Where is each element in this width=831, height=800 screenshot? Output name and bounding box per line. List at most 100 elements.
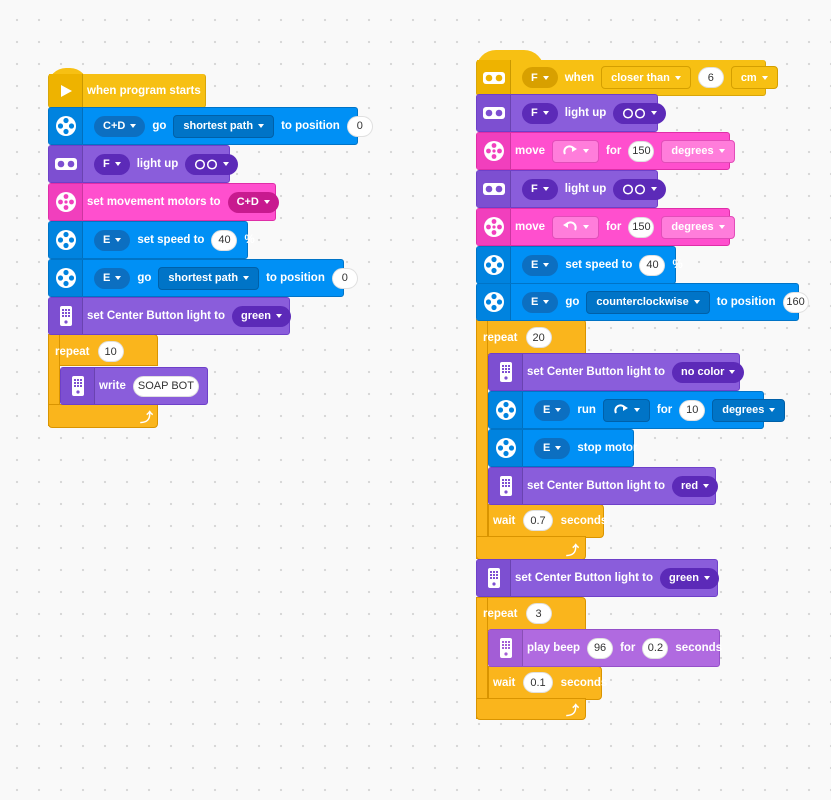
set-speed-block[interactable]: E set speed to 40 % [48, 221, 255, 259]
motor-port-dropdown[interactable]: E [534, 399, 571, 421]
light-up-block[interactable]: F light up [48, 145, 239, 183]
counterclockwise-arrow-icon [563, 221, 577, 231]
degrees-input[interactable]: 150 [628, 216, 655, 238]
path-dropdown[interactable]: shortest path [173, 114, 275, 138]
set-center-button-light-label: set Center Button light to [515, 572, 653, 584]
set-speed-label: set speed to [137, 234, 205, 246]
for-label: for [606, 145, 622, 157]
position-input[interactable]: 0 [331, 267, 358, 289]
light-color-dropdown[interactable]: green [660, 567, 719, 589]
path-dropdown[interactable]: shortest path [158, 266, 260, 290]
wait-label: wait [493, 676, 516, 689]
direction-dropdown[interactable] [552, 215, 600, 239]
comparison-dropdown[interactable]: closer than [601, 66, 691, 89]
motor-port-dropdown[interactable]: E [94, 229, 131, 251]
repeat-count-input[interactable]: 20 [525, 327, 552, 348]
unit-dropdown[interactable]: degrees [661, 215, 735, 239]
start-label: when program starts [87, 84, 201, 97]
motor-port-dropdown[interactable]: C+D [94, 115, 146, 137]
set-center-button-light-block[interactable]: set Center Button light to green [476, 559, 719, 597]
wait-label: wait [493, 514, 516, 527]
when-distance-block[interactable]: F when closer than 6 cm [476, 60, 778, 96]
motor-icon [477, 247, 511, 283]
eye-pattern-dropdown[interactable] [613, 102, 667, 124]
light-up-block[interactable]: F light up [476, 170, 667, 208]
position-input[interactable]: 0 [346, 115, 373, 137]
move-label: move [515, 221, 546, 233]
move-for-block[interactable]: move for 150 degrees [476, 132, 735, 170]
light-color-dropdown[interactable]: no color [672, 361, 745, 383]
play-beep-label: play beep [527, 642, 581, 654]
seconds-label: seconds [560, 514, 608, 527]
unit-dropdown[interactable]: degrees [661, 139, 735, 163]
eye-pattern-dropdown[interactable] [613, 178, 667, 200]
repeat-block-foot [476, 698, 586, 720]
sensor-port-dropdown[interactable]: F [522, 67, 558, 88]
play-beep-block[interactable]: play beep 96 for 0.2 seconds [488, 629, 722, 667]
distance-unit-dropdown[interactable]: cm [730, 66, 778, 89]
position-input[interactable]: 160 [782, 291, 809, 313]
wait-seconds-input[interactable]: 0.7 [523, 510, 553, 531]
set-center-button-light-block[interactable]: set Center Button light to red [488, 467, 719, 505]
set-speed-label: set speed to [565, 259, 633, 271]
set-speed-block[interactable]: E set speed to 40 % [476, 246, 683, 284]
set-center-button-light-block[interactable]: set Center Button light to green [48, 297, 291, 335]
repeat-count-input[interactable]: 10 [97, 341, 124, 362]
set-center-button-light-block[interactable]: set Center Button light to no color [488, 353, 745, 391]
write-text-input[interactable]: SOAP BOT [132, 375, 199, 397]
path-dropdown[interactable]: counterclockwise [586, 290, 710, 314]
write-block[interactable]: write SOAP BOT [60, 367, 208, 405]
light-color-dropdown[interactable]: green [232, 305, 291, 327]
sensor-port-dropdown[interactable]: F [94, 153, 130, 175]
stop-motor-label: stop motor [577, 442, 638, 454]
repeat-block-foot [48, 404, 158, 428]
sensor-port-dropdown[interactable]: F [522, 178, 558, 200]
go-to-position-block[interactable]: C+D go shortest path to position 0 [48, 107, 373, 145]
unit-dropdown[interactable]: degrees [712, 398, 786, 422]
wait-seconds-input[interactable]: 0.1 [523, 672, 553, 693]
light-up-label: light up [564, 183, 607, 195]
repeat-count-input[interactable]: 3 [525, 603, 552, 624]
go-to-position-block[interactable]: E go shortest path to position 0 [48, 259, 358, 297]
loop-arrow-icon: ⤴ [566, 703, 580, 718]
speed-input[interactable]: 40 [639, 254, 666, 276]
run-for-block[interactable]: E run for 10 degrees [488, 391, 786, 429]
to-position-label: to position [266, 272, 325, 284]
distance-sensor-icon [49, 146, 83, 182]
move-for-block[interactable]: move for 150 degrees [476, 208, 735, 246]
when-program-starts-block[interactable]: when program starts [48, 74, 206, 108]
movement-ports-dropdown[interactable]: C+D [227, 191, 279, 213]
motor-port-dropdown[interactable]: E [522, 254, 559, 276]
speed-input[interactable]: 40 [211, 229, 238, 251]
go-to-position-block[interactable]: E go counterclockwise to position 160 [476, 283, 809, 321]
movement-icon [477, 209, 511, 245]
light-up-block[interactable]: F light up [476, 94, 667, 132]
repeat-header: repeat 20 [483, 327, 552, 348]
distance-input[interactable]: 6 [697, 67, 724, 88]
hub-icon [49, 298, 83, 334]
beep-duration-input[interactable]: 0.2 [642, 637, 669, 659]
eye-pattern-dropdown[interactable] [185, 153, 239, 175]
sensor-port-dropdown[interactable]: F [522, 102, 558, 124]
direction-dropdown[interactable] [552, 139, 600, 163]
repeat-label: repeat [483, 331, 518, 344]
motor-port-dropdown[interactable]: E [534, 437, 571, 459]
light-up-label: light up [136, 158, 179, 170]
degrees-input[interactable]: 10 [679, 399, 706, 421]
light-up-label: light up [564, 107, 607, 119]
degrees-input[interactable]: 150 [628, 140, 655, 162]
motor-port-dropdown[interactable]: E [522, 291, 559, 313]
direction-dropdown[interactable] [602, 398, 650, 422]
loop-arrow-icon: ⤴ [140, 410, 154, 425]
repeat-label: repeat [483, 607, 518, 620]
motor-icon [49, 222, 83, 258]
motor-port-dropdown[interactable]: E [94, 267, 131, 289]
beep-note-input[interactable]: 96 [587, 637, 614, 659]
movement-icon [477, 133, 511, 169]
eye-pattern-icon [623, 183, 646, 195]
stop-motor-block[interactable]: E stop motor [488, 429, 638, 467]
light-color-dropdown[interactable]: red [672, 475, 719, 497]
set-movement-motors-block[interactable]: set movement motors to C+D [48, 183, 279, 221]
set-center-button-light-label: set Center Button light to [87, 310, 225, 322]
go-label: go [137, 272, 152, 284]
